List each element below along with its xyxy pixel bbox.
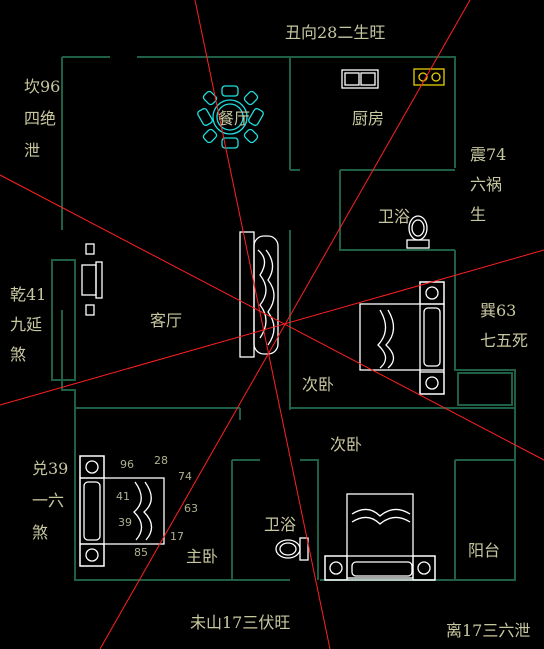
sector-number: 39 xyxy=(118,516,132,529)
room-balcony: 阳台 xyxy=(468,541,500,560)
room-living: 客厅 xyxy=(150,311,182,330)
room-bedroom2-b: 次卧 xyxy=(330,435,362,454)
room-kitchen: 厨房 xyxy=(352,109,384,128)
room-bedroom2-a: 次卧 xyxy=(302,375,334,394)
living-sofa xyxy=(239,231,279,358)
room-bath-lower: 卫浴 xyxy=(264,515,296,534)
bedroom-bed-lower xyxy=(324,493,436,581)
label-north: 丑向28二生旺 xyxy=(285,23,385,42)
label-zhen-2: 六祸 xyxy=(470,175,502,194)
upper-toilet xyxy=(406,215,430,249)
label-kan-1: 坎96 xyxy=(24,77,60,96)
room-dining: 餐厅 xyxy=(218,109,250,128)
label-kan-2: 四绝 xyxy=(24,109,56,128)
sector-number: 63 xyxy=(184,502,198,515)
label-south: 未山17三伏旺 xyxy=(190,613,290,632)
kitchen-stove xyxy=(413,68,445,86)
kitchen-sink xyxy=(341,69,379,89)
sector-number: 96 xyxy=(120,458,134,471)
label-qian-2: 九延 xyxy=(10,315,42,334)
sector-number: 74 xyxy=(178,470,192,483)
label-kan-3: 泄 xyxy=(24,141,40,160)
master-bed xyxy=(79,455,165,567)
tv-unit xyxy=(81,243,103,316)
label-zhen-3: 生 xyxy=(470,205,486,224)
label-dui-3: 煞 xyxy=(32,523,48,542)
label-dui-2: 一六 xyxy=(32,491,64,510)
sector-number: 17 xyxy=(170,530,184,543)
label-dui-1: 兑39 xyxy=(32,459,68,478)
sector-number: 28 xyxy=(154,454,168,467)
sector-number: 41 xyxy=(116,490,130,503)
label-qian-3: 煞 xyxy=(10,345,26,364)
room-bath-upper: 卫浴 xyxy=(378,207,410,226)
label-xun-1: 巽63 xyxy=(480,301,516,320)
label-li: 离17三六泄 xyxy=(446,621,530,640)
label-qian-1: 乾41 xyxy=(10,285,46,304)
label-zhen-1: 震74 xyxy=(470,145,506,164)
label-xun-2: 七五死 xyxy=(480,331,528,350)
walls xyxy=(51,56,516,581)
dining-table xyxy=(197,85,264,149)
lower-toilet xyxy=(275,537,309,561)
sector-number: 85 xyxy=(134,546,148,559)
room-master: 主卧 xyxy=(186,547,218,566)
